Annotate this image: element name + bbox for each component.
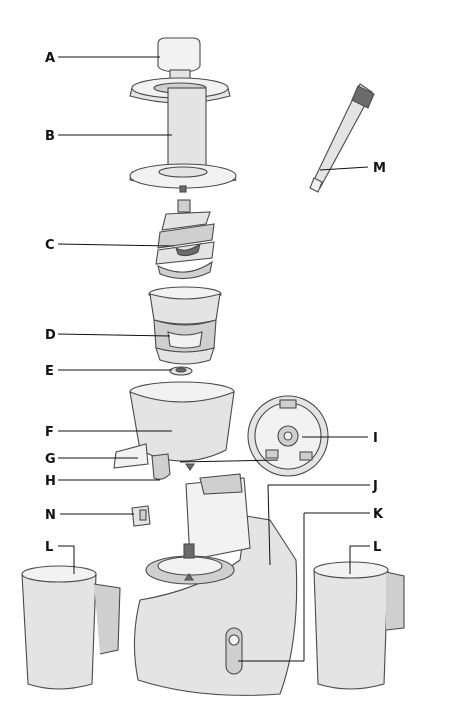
part-g-spout xyxy=(113,443,149,469)
label-b: B xyxy=(45,129,55,144)
part-b-lid xyxy=(129,77,237,193)
triangle-up-mark xyxy=(183,573,195,581)
label-e: E xyxy=(45,364,54,379)
label-f: F xyxy=(45,425,54,440)
part-e-seal xyxy=(169,366,193,376)
label-h: H xyxy=(45,474,56,489)
part-m-brush xyxy=(309,83,375,193)
part-h-stopper xyxy=(151,453,171,480)
label-j: J xyxy=(372,479,378,494)
label-l-left: L xyxy=(45,540,53,555)
part-l-left-jug xyxy=(21,565,121,690)
label-k: K xyxy=(373,507,384,522)
part-n-clip xyxy=(131,505,151,527)
triangle-down-mark xyxy=(184,463,196,471)
part-l-right-jug xyxy=(313,561,405,690)
label-i: I xyxy=(373,431,378,446)
part-f-bowl xyxy=(113,381,235,480)
label-m: M xyxy=(373,161,386,176)
label-a: A xyxy=(45,51,55,66)
part-j-base xyxy=(133,473,298,696)
label-n: N xyxy=(45,508,56,523)
leader-lines xyxy=(57,56,370,662)
part-a-cap xyxy=(157,37,201,81)
part-c-auger xyxy=(155,199,215,280)
label-c: C xyxy=(45,238,55,253)
label-g: G xyxy=(45,452,56,467)
part-i-bowl-base xyxy=(247,395,329,477)
part-d-filter xyxy=(148,286,222,365)
label-d: D xyxy=(45,328,56,343)
label-l-right: L xyxy=(373,540,381,555)
